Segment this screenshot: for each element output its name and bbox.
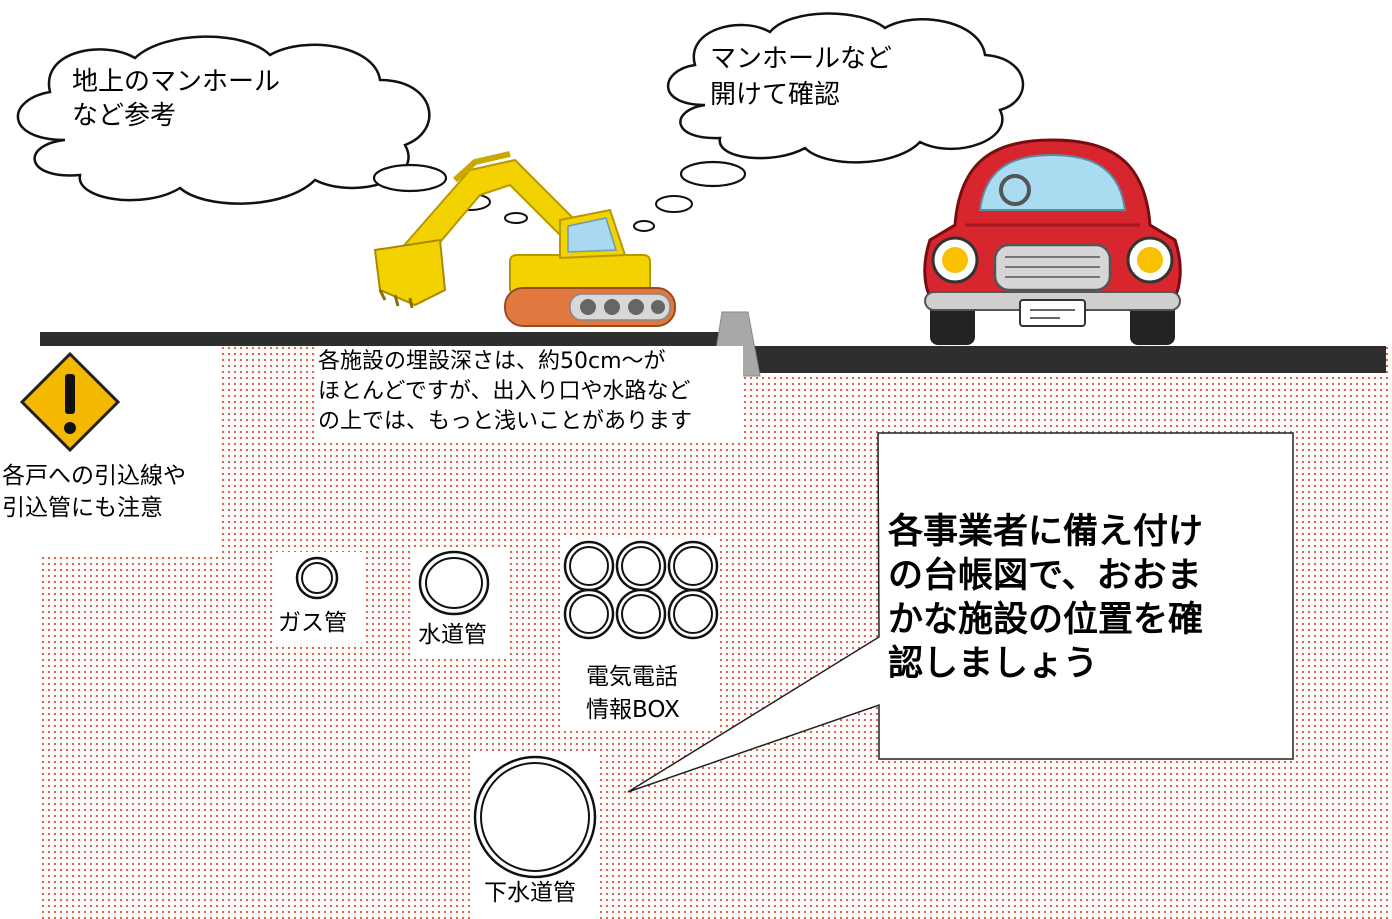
depth-note-line3: の上では、もっと浅いことがあります [318, 409, 693, 434]
telecom-conduit-icon [563, 540, 719, 640]
gas-pipe-label: ガス管 [278, 610, 347, 636]
gas-pipe-icon [295, 556, 339, 600]
thought-cloud-icon [16, 35, 431, 205]
callout-line2: の台帳図で、おおま [888, 556, 1202, 596]
road-surface-left [40, 332, 740, 346]
depth-note-line1: 各施設の埋設深さは、約50cm～が [318, 349, 666, 374]
thought-cloud-icon [666, 12, 1025, 164]
car-icon [923, 138, 1182, 345]
water-pipe-label: 水道管 [418, 622, 487, 648]
thought-left-line1: 地上のマンホール [72, 67, 281, 97]
sewer-pipe-label: 下水道管 [484, 880, 576, 906]
sewer-pipe-icon [473, 755, 597, 879]
telecom-label-line1: 電気電話 [586, 664, 678, 690]
telecom-label-line2: 情報BOX [586, 697, 680, 723]
thought-right-line2: 開けて確認 [710, 80, 841, 110]
warning-line1: 各戸への引込線や [2, 463, 186, 489]
water-pipe-icon [418, 550, 490, 616]
callout-line1: 各事業者に備え付け [888, 512, 1204, 552]
depth-note-line2: ほとんどですが、出入り口や水路など [318, 379, 691, 404]
thought-right-line1: マンホールなど [710, 44, 893, 74]
depth-note-box [315, 346, 743, 442]
warning-icon [19, 351, 121, 453]
excavator-icon [373, 151, 676, 327]
speech-callout-shape [627, 432, 1294, 793]
road-surface-right [740, 346, 1386, 373]
callout-line4: 認しましょう [888, 644, 1099, 684]
callout-line3: かな施設の位置を確 [888, 600, 1204, 640]
warning-line2: 引込管にも注意 [2, 495, 163, 521]
thought-bubbles-right [633, 160, 747, 232]
thought-left-line2: など参考 [72, 101, 177, 131]
warning-box [0, 346, 222, 556]
